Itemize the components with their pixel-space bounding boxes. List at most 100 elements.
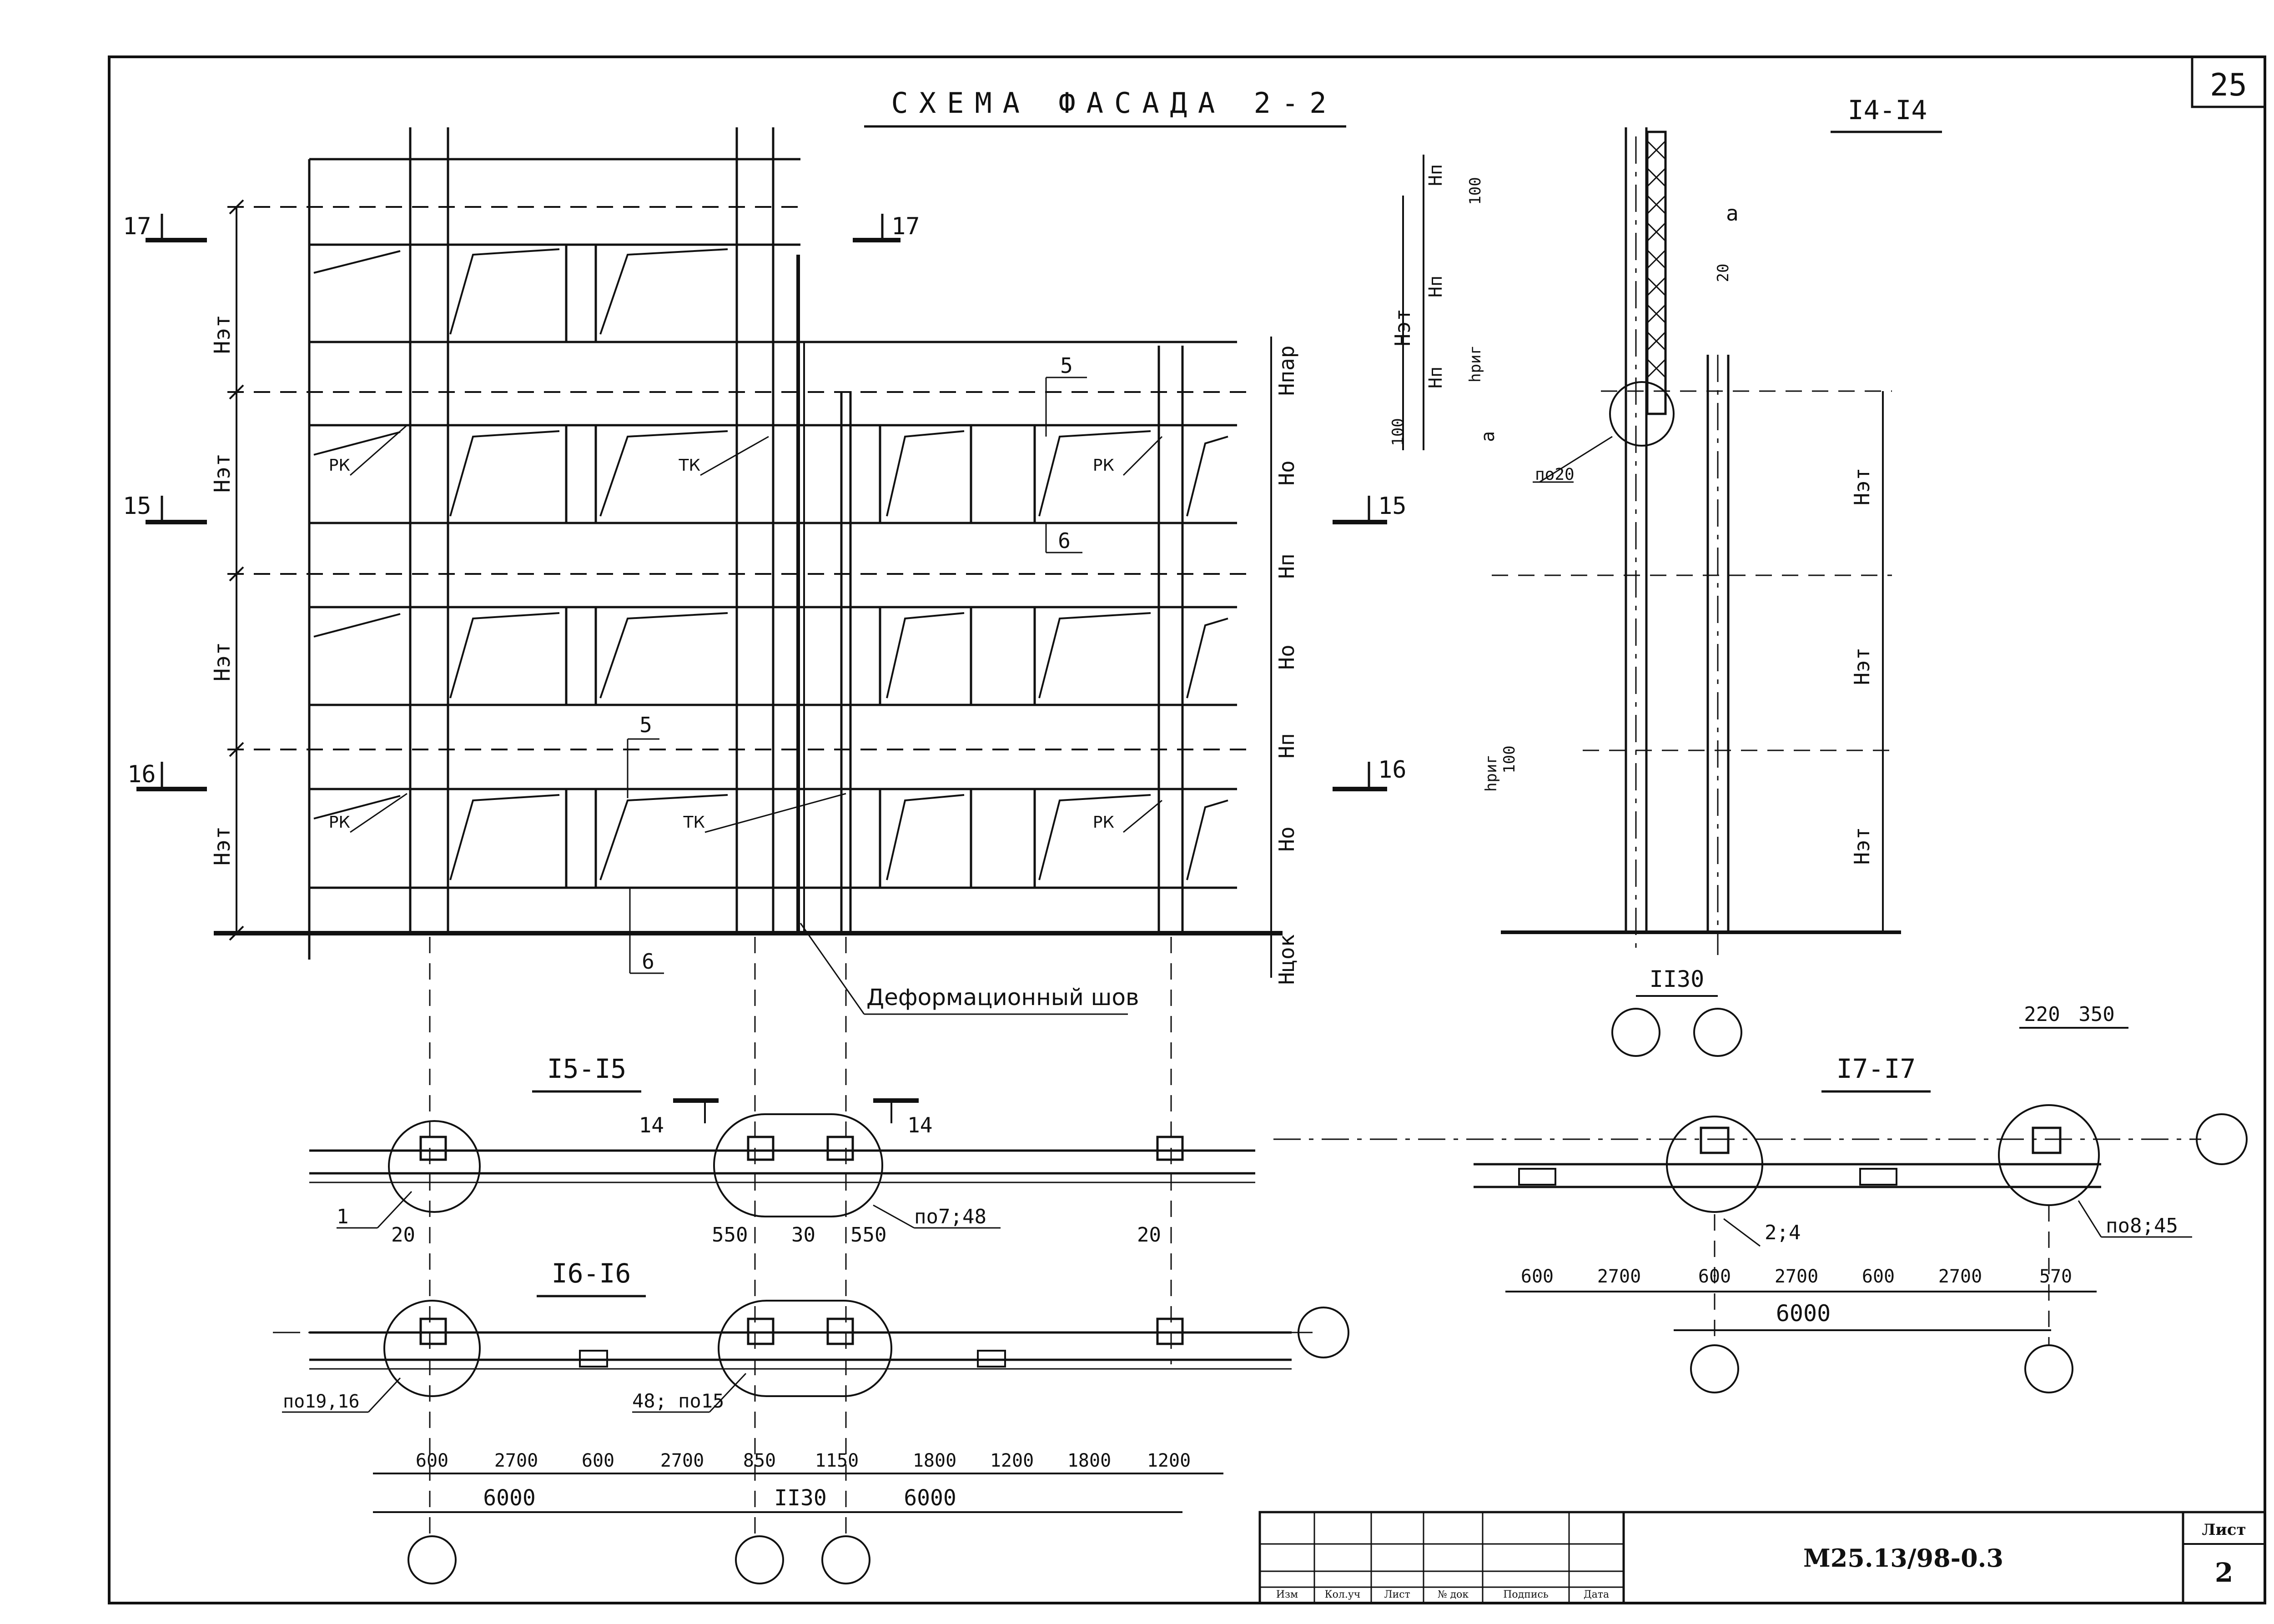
stamp-header-data: Дата: [1584, 1589, 1609, 1600]
panel-height-label: Нп: [1274, 733, 1299, 758]
section-15-title: I5-I5: [547, 1053, 627, 1084]
svg-text:16: 16: [1378, 756, 1407, 784]
dim-a: а: [1726, 201, 1739, 226]
panel-height-label: Нп: [1425, 164, 1446, 186]
facade-columns: [409, 127, 1184, 933]
section-mark-17-left: 17: [123, 213, 207, 242]
dim-value: 600: [582, 1450, 614, 1471]
svg-text:15: 15: [1378, 493, 1407, 520]
opening-height-label: Но: [1274, 826, 1299, 851]
dim-value: 600: [1521, 1266, 1554, 1287]
section-14-title: I4-I4: [1848, 95, 1927, 126]
floor-height-dims: Нэт Нэт Нэт Нэт: [210, 199, 244, 941]
plinth-height-label: Нцок: [1274, 935, 1299, 985]
list-label: Лист: [2202, 1521, 2246, 1539]
parapet-height-label: Нпар: [1274, 346, 1299, 396]
sheet-frame: 25: [108, 55, 2266, 1604]
floor-height-label: Нэт: [1850, 827, 1874, 865]
width-dim-1130: II30: [1650, 966, 1704, 992]
axis-bubble: [408, 1535, 457, 1584]
section-17-title: I7-I7: [1836, 1053, 1916, 1084]
floor-height-label: Нэт: [1850, 647, 1874, 685]
dim-value: 2700: [660, 1450, 704, 1471]
facade-title: СХЕМА ФАСАДА 2-2: [891, 86, 1337, 120]
rk-label: РК: [1093, 456, 1114, 475]
rk-label: РК: [1093, 813, 1114, 832]
section-6-label: 6: [642, 949, 654, 974]
note-po19-16: по19,16: [283, 1391, 360, 1412]
dim-value: 2700: [494, 1450, 538, 1471]
floor-height-label: Нэт: [210, 315, 235, 354]
floor-height-label: Нэт: [210, 642, 235, 682]
facade-scheme: СХЕМА ФАСАДА 2-2: [123, 86, 1407, 1542]
note-po7-48: по7;48: [914, 1205, 986, 1228]
svg-text:15: 15: [123, 493, 151, 520]
note-po20: по20: [1535, 465, 1575, 484]
list-number: 2: [2215, 1557, 2233, 1588]
dim-20: 20: [1137, 1223, 1161, 1247]
title-block: Изм Кол.уч Лист № док Подпись Дата М25.1…: [1258, 1511, 2266, 1604]
rigel-height-label: hриг: [1482, 754, 1500, 792]
dim-550-right: 550: [850, 1223, 886, 1247]
dim-a: а: [1478, 431, 1499, 442]
floor-height-label: Нэт: [1390, 308, 1415, 346]
dim-value: 1200: [1147, 1450, 1191, 1471]
stamp-header-list: Лист: [1384, 1589, 1410, 1600]
section-mark-14: 14: [639, 1113, 664, 1137]
label-1: 1: [337, 1205, 349, 1228]
section-mark-16-right: 16: [1333, 756, 1407, 791]
section-mark-14: 14: [907, 1113, 932, 1137]
facade-callouts: РК ТК РК РК ТК РК 5 6 5 6 Деформаци: [329, 353, 1163, 1015]
axis-bubble: [2024, 1344, 2073, 1393]
note-48-po15: 48; по15: [632, 1390, 724, 1412]
rk-label: РК: [329, 813, 350, 832]
section-mark-15-left: 15: [123, 493, 207, 524]
stamp-header-koluch: Кол.уч: [1325, 1589, 1361, 1600]
section-14-14: I4-I4 Нэт Нэт Нэт Нэт Нп Нп Нп 100 hриг: [1389, 95, 1942, 1057]
section-5-label: 5: [639, 713, 652, 737]
axis-bubble: [1298, 1307, 1349, 1358]
svg-text:17: 17: [123, 213, 151, 240]
axis-bubble: [1693, 1008, 1742, 1057]
axis-bubble: [1690, 1344, 1739, 1393]
dim-100: 100: [1389, 418, 1407, 446]
dim-value: 600: [1862, 1266, 1895, 1287]
axis-bubble: [821, 1535, 870, 1584]
section-17-17: I7-I7 220 350 2;4 по8;45 600 2700 600 27…: [1273, 1003, 2248, 1393]
section-16-title: I6-I6: [552, 1258, 631, 1289]
section-16-16: I6-I6 по19,16 48; по15 600 2700 600 2700…: [273, 1258, 1349, 1584]
label-2-4: 2;4: [1765, 1221, 1801, 1244]
floor-height-label: Нэт: [210, 826, 235, 866]
dim-total: II30: [774, 1485, 827, 1511]
axis-bubble: [1611, 1008, 1660, 1057]
dim-value: 1800: [913, 1450, 956, 1471]
floor-height-label: Нэт: [1850, 468, 1874, 505]
dim-value: 850: [743, 1450, 776, 1471]
section-mark-17-right: 17: [853, 213, 920, 242]
dim-value: 2700: [1938, 1266, 1982, 1287]
dim-350: 350: [2078, 1003, 2114, 1026]
window-sashes: [313, 248, 1228, 880]
section-5-label: 5: [1060, 353, 1073, 378]
right-height-dims: Нпар Но Нп Но Нп Но Нцок: [1270, 337, 1299, 985]
dim-value: 2700: [1775, 1266, 1818, 1287]
opening-height-label: Но: [1274, 460, 1299, 485]
dim-220: 220: [2024, 1003, 2060, 1026]
dim-value: 1800: [1067, 1450, 1111, 1471]
rigel-height-label: hриг: [1466, 345, 1484, 382]
tk-label: ТК: [678, 456, 700, 475]
floor-height-label: Нэт: [210, 453, 235, 493]
dim-total: 6000: [904, 1485, 956, 1511]
dim-20: 20: [1714, 264, 1732, 282]
document-code: М25.13/98-0.3: [1803, 1544, 2003, 1573]
dim-30: 30: [791, 1223, 815, 1247]
dim-550-left: 550: [712, 1223, 748, 1247]
dim-total: 6000: [483, 1485, 536, 1511]
axis-bubble: [735, 1535, 784, 1584]
dim-value: 1200: [990, 1450, 1034, 1471]
section-mark-15-right: 15: [1333, 493, 1407, 524]
panel-height-label: Нп: [1425, 367, 1446, 388]
stamp-header-podpis: Подпись: [1503, 1589, 1549, 1600]
tk-label: ТК: [683, 813, 705, 832]
